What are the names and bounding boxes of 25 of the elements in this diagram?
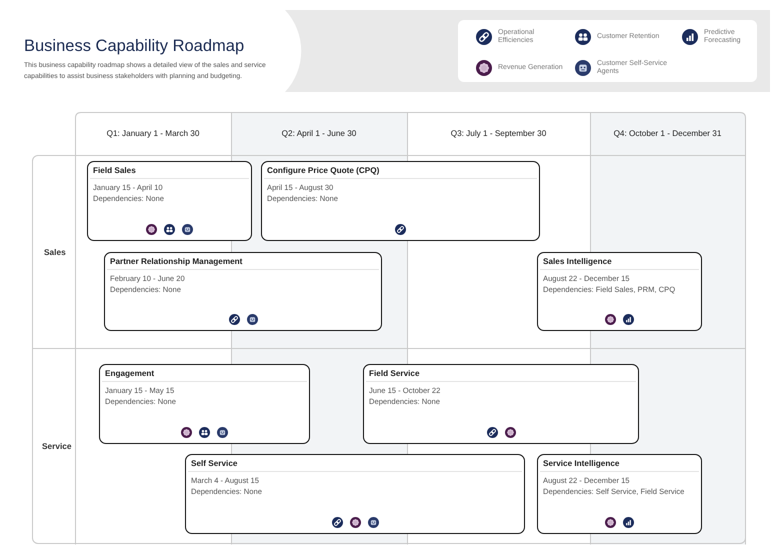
swimlane-row bbox=[32, 348, 746, 544]
card-title: Partner Relationship Management bbox=[110, 257, 242, 266]
capability-card bbox=[99, 364, 310, 444]
capability-card bbox=[261, 161, 540, 241]
card-title: Engagement bbox=[105, 369, 154, 378]
capability-card bbox=[87, 161, 252, 241]
row-label: Service bbox=[42, 441, 72, 451]
card-title: Field Service bbox=[369, 369, 420, 378]
card-title: Configure Price Quote (CPQ) bbox=[267, 166, 380, 175]
capability-card bbox=[185, 454, 525, 534]
card-title: Sales Intelligence bbox=[543, 257, 612, 266]
capability-card bbox=[104, 252, 382, 331]
card-title: Self Service bbox=[191, 459, 238, 468]
column-header: Q3: July 1 - September 30 bbox=[450, 129, 546, 138]
card-title: Service Intelligence bbox=[543, 459, 620, 468]
swimlane-row bbox=[32, 155, 746, 349]
row-label: Sales bbox=[44, 247, 66, 257]
capability-card bbox=[363, 364, 639, 444]
column-header: Q2: April 1 - June 30 bbox=[282, 129, 356, 138]
card-title: Field Sales bbox=[93, 166, 136, 175]
page-title: Business Capability Roadmap bbox=[24, 37, 244, 56]
column-header: Q1: January 1 - March 30 bbox=[106, 129, 200, 138]
column-header: Q4: October 1 - December 31 bbox=[614, 129, 722, 138]
capability-card bbox=[537, 252, 702, 331]
capability-card bbox=[537, 454, 702, 534]
